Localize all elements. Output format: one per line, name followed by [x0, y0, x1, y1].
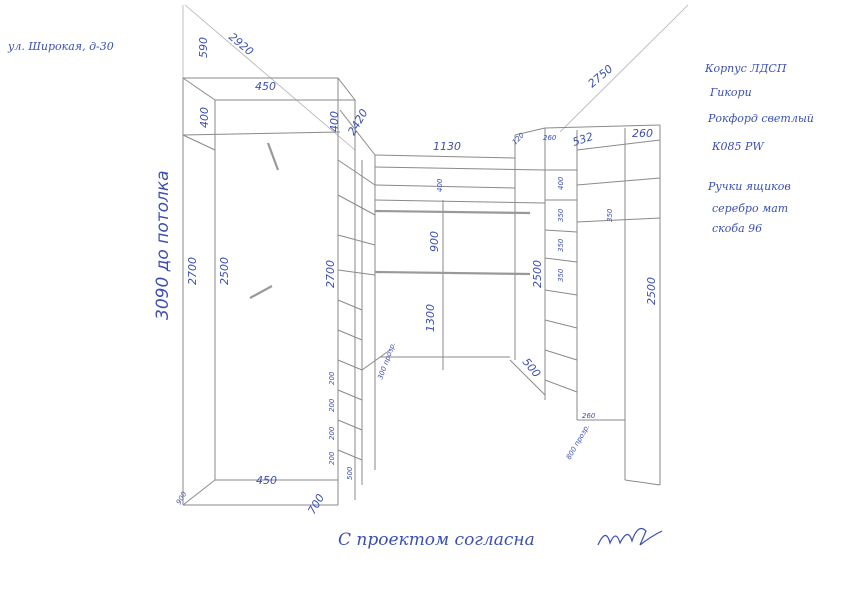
dim-right-350-top: 350 — [606, 208, 614, 222]
dim-right-diagonal: 2750 — [586, 62, 616, 90]
dim-left-2700: 2700 — [186, 257, 199, 285]
left-shelf-column — [337, 100, 391, 500]
dim-col-bottom-500: 500 — [346, 466, 354, 480]
handle-icon — [266, 142, 280, 171]
handle-note-line: Ручки ящиков — [707, 180, 791, 193]
dim-right-800: 800 прозр. — [565, 423, 592, 461]
dim-left-top-depth: 450 — [255, 80, 276, 93]
dim-col-bottom-700: 700 — [305, 492, 327, 517]
dim-right-350-3: 350 — [557, 268, 565, 282]
dim-right-260a: 260 — [543, 134, 557, 142]
dim-col-2700: 2700 — [324, 260, 337, 288]
dim-right-532: 532 — [571, 130, 595, 149]
dim-col-200: 200 — [328, 398, 336, 412]
dim-right-500: 500 — [520, 356, 543, 380]
dim-right-2500b: 2500 — [645, 277, 658, 305]
handle-note-line: скоба 96 — [712, 222, 762, 235]
hanging-rod-upper — [374, 209, 531, 215]
hanging-rod-lower — [374, 270, 531, 276]
handle-icon — [249, 285, 273, 299]
dim-ceiling-height: 3090 до потолка — [153, 170, 173, 320]
material-note-line: Гикори — [709, 86, 752, 99]
dim-left-bottom-450: 450 — [256, 474, 277, 487]
dim-right-400-top: 400 — [557, 176, 565, 190]
dim-left-top-shelf: 400 — [198, 107, 211, 128]
dim-left-2500: 2500 — [218, 257, 231, 285]
dim-right-260b: 260 — [632, 127, 653, 140]
dim-col-200: 200 — [328, 451, 336, 465]
dim-col-300: 300 прозр. — [376, 341, 397, 381]
dim-right-350-1: 350 — [557, 208, 565, 222]
dim-top-left-height: 590 — [197, 37, 210, 58]
approval-text: С проектом согласна — [338, 530, 535, 550]
dim-col-200: 200 — [328, 371, 336, 385]
address-note: ул. Широкая, д-30 — [7, 40, 114, 53]
material-note-line: К085 PW — [711, 140, 765, 153]
right-cabinet — [544, 124, 661, 486]
left-cabinet — [182, 77, 357, 506]
dim-right-2500a: 2500 — [531, 260, 544, 288]
dim-back-400: 400 — [436, 178, 444, 192]
back-section — [374, 127, 546, 396]
dim-left-bottom-900: 900 — [175, 490, 189, 506]
signature — [597, 528, 663, 546]
dim-back-900: 900 — [428, 231, 441, 252]
perspective-line-right — [559, 4, 689, 133]
dim-left-col-top: 400 — [328, 111, 341, 132]
material-note-line: Рокфорд светлый — [707, 112, 814, 125]
dim-back-width: 1130 — [433, 140, 461, 153]
handle-note-line: серебро мат — [712, 202, 788, 215]
dim-back-1300: 1300 — [424, 304, 437, 332]
material-note-line: Корпус ЛДСП — [704, 62, 787, 75]
dim-right-350-2: 350 — [557, 238, 565, 252]
dim-right-260-bottom: 260 — [582, 412, 596, 420]
dim-col-200: 200 — [328, 426, 336, 440]
